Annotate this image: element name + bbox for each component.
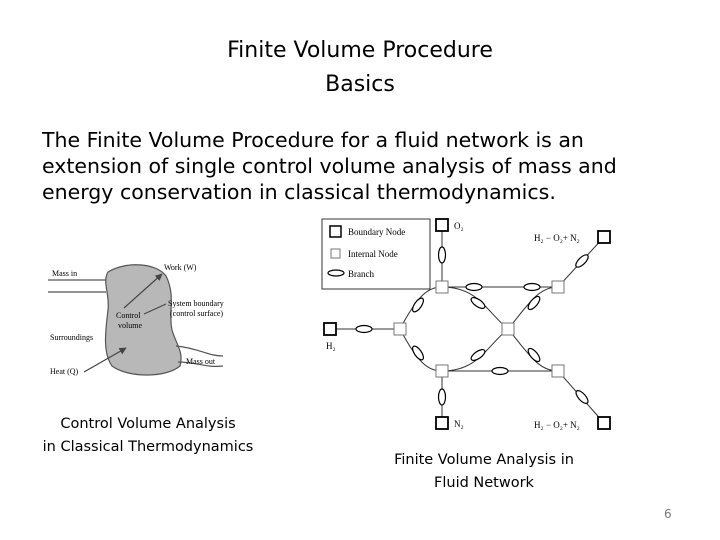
work-label: Work (W)	[164, 263, 197, 272]
branch	[465, 282, 483, 292]
boundary-node-mix-top	[597, 230, 611, 244]
branch	[437, 388, 447, 406]
n2-label: N₂	[454, 419, 464, 429]
slide-title-line-2: Basics	[325, 72, 395, 97]
legend-branch: Branch	[348, 269, 374, 279]
control-volume-label-1: Control	[116, 311, 141, 320]
internal-node	[435, 280, 449, 294]
branch-legend-icon	[327, 269, 345, 277]
internal-node	[551, 280, 565, 294]
internal-node	[393, 322, 407, 336]
control-volume-label-2: volume	[118, 321, 142, 330]
boundary-node-o2	[435, 218, 449, 232]
control-volume-body	[104, 264, 182, 376]
right-figure-caption: Finite Volume Analysis in Fluid Network	[374, 449, 594, 495]
heat-label: Heat (Q)	[50, 367, 79, 376]
left-caption-line-1: Control Volume Analysis	[60, 416, 236, 432]
branch	[523, 282, 541, 292]
page-number: 6	[664, 507, 672, 521]
right-caption-line-1: Finite Volume Analysis in	[394, 452, 574, 468]
branch	[470, 348, 486, 362]
branch	[575, 254, 589, 268]
branch	[411, 297, 425, 313]
internal-node	[435, 364, 449, 378]
slide-title-line-1: Finite Volume Procedure	[227, 38, 493, 63]
branch	[437, 246, 447, 264]
branch	[527, 347, 541, 363]
mass-in-label: Mass in	[52, 269, 77, 278]
internal-node-legend-icon	[330, 248, 341, 259]
mass-in-pipe	[48, 279, 106, 293]
left-figure-caption: Control Volume Analysis in Classical The…	[36, 413, 260, 459]
left-caption-line-2: in Classical Thermodynamics	[42, 439, 254, 455]
boundary-node-h2	[323, 322, 337, 336]
mass-out-pipe	[175, 345, 224, 368]
boundary-node-mix-bottom	[597, 416, 611, 430]
boundary-node-legend-icon	[329, 225, 342, 238]
system-boundary-pointer	[143, 303, 167, 315]
branch	[527, 295, 541, 311]
surroundings-label: Surroundings	[50, 333, 93, 342]
fluid-network-diagram: Boundary Node Internal Node Branch	[321, 218, 611, 430]
system-boundary-label-1: System boundary	[168, 299, 224, 308]
branch	[355, 324, 373, 334]
legend-boundary-node: Boundary Node	[348, 227, 405, 237]
branch	[575, 390, 589, 404]
system-boundary-label-2: (control surface)	[170, 309, 223, 318]
h2-label: H₂	[326, 341, 336, 351]
slide-body-text: The Finite Volume Procedure for a fluid …	[42, 128, 617, 204]
boundary-node-n2	[435, 416, 449, 430]
branch	[411, 345, 425, 361]
internal-node	[501, 322, 515, 336]
mass-out-label: Mass out	[186, 357, 216, 366]
work-arrow	[123, 273, 163, 309]
internal-node	[551, 364, 565, 378]
heat-arrow	[83, 347, 127, 373]
mix-top-label: H₂ − O₂+ N₂	[534, 233, 580, 243]
legend-internal-node: Internal Node	[348, 249, 398, 259]
branch	[470, 296, 486, 310]
right-caption-line-2: Fluid Network	[434, 475, 534, 491]
control-volume-diagram: Mass in Work (W) System boundary (contro…	[48, 263, 224, 376]
branch	[491, 366, 509, 376]
mix-bottom-label: H₂ − O₂+ N₂	[534, 420, 580, 430]
o2-label: O₂	[454, 221, 464, 231]
